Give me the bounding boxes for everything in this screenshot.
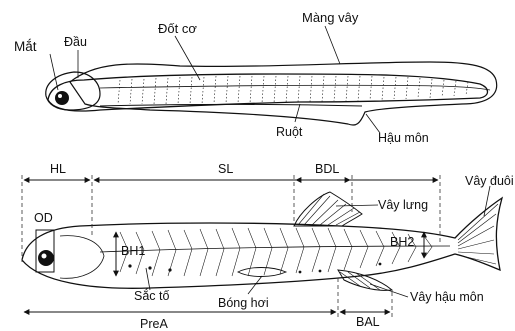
juvenile-caudal-rays bbox=[458, 204, 498, 264]
label-hl: HL bbox=[50, 163, 66, 176]
label-gut: Ruột bbox=[276, 126, 302, 139]
larva-notochord bbox=[100, 85, 490, 90]
larva-gut bbox=[100, 105, 362, 107]
label-bh1: BH1 bbox=[121, 245, 145, 258]
larva-fin-fold bbox=[70, 62, 497, 125]
label-fin-fold: Màng vây bbox=[302, 11, 358, 24]
larva-eye bbox=[55, 91, 69, 105]
label-pigment: Sắc tố bbox=[134, 290, 169, 303]
label-od: OD bbox=[34, 212, 53, 225]
larva-head bbox=[46, 72, 100, 110]
label-sl: SL bbox=[218, 163, 233, 176]
juvenile-swim-bladder bbox=[238, 268, 286, 277]
juvenile-body bbox=[22, 198, 502, 288]
label-swim-bladder: Bóng hơi bbox=[218, 297, 269, 310]
label-eye: Mắt bbox=[14, 40, 37, 54]
label-anus: Hậu môn bbox=[378, 132, 429, 145]
label-caudal-fin: Vây đuôi bbox=[465, 175, 514, 188]
label-dorsal-fin: Vây lưng bbox=[378, 199, 428, 212]
label-head: Đầu bbox=[64, 36, 87, 49]
label-prea: PreA bbox=[140, 318, 168, 331]
label-myomere: Đốt cơ bbox=[158, 22, 197, 35]
label-bh2: BH2 bbox=[390, 236, 414, 249]
juvenile-eye bbox=[38, 250, 54, 266]
label-bdl: BDL bbox=[315, 163, 339, 176]
larva-drawing bbox=[46, 26, 497, 133]
label-bal: BAL bbox=[356, 316, 380, 329]
label-anal-fin: Vây hậu môn bbox=[410, 291, 484, 304]
